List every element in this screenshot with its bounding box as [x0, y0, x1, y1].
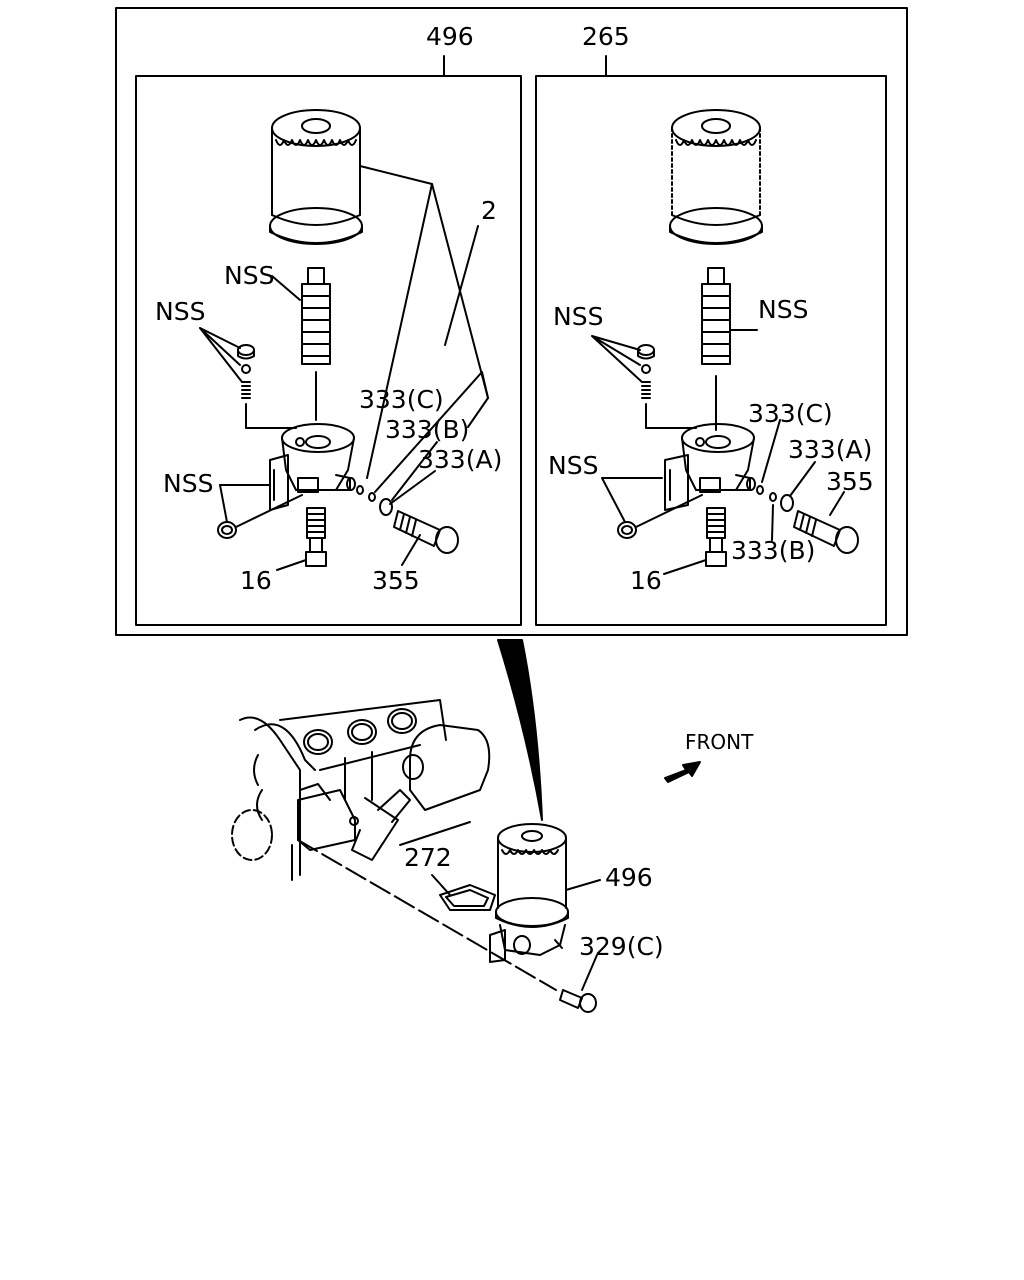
filter-head — [269, 423, 356, 511]
panel-265: 265 — [535, 22, 887, 626]
center-stud — [701, 267, 731, 431]
bolt-355 — [393, 510, 459, 554]
callout-nss-stud: NSS — [758, 295, 808, 324]
bolt-329c — [559, 989, 597, 1013]
engine-block — [231, 699, 491, 881]
panel-frame — [535, 75, 887, 626]
plug — [617, 494, 703, 539]
engine-view: 272 496 329(C) FRONT — [231, 639, 754, 1013]
filter-head — [664, 423, 756, 511]
relief-valve-parts — [637, 344, 697, 429]
bolt-16 — [305, 507, 327, 567]
callout-nss-valve: NSS — [553, 302, 603, 331]
outer-frame — [115, 7, 908, 636]
panel-496: 496 — [135, 22, 522, 626]
callout-bolt: 329(C) — [579, 932, 664, 961]
center-stud — [301, 267, 331, 421]
leader-lines — [199, 165, 489, 571]
front-arrow-icon — [664, 761, 701, 783]
callout-filter: 496 — [605, 863, 653, 892]
callout-part-2: 2 — [481, 196, 497, 225]
callout-oring-c: 333(C) — [359, 385, 444, 414]
callout-nss-stud: NSS — [224, 261, 274, 290]
panel-number: 265 — [582, 22, 630, 51]
oil-filter — [669, 109, 763, 245]
callout-bolt-16: 16 — [240, 566, 272, 595]
bolt-16 — [705, 507, 727, 567]
o-rings — [756, 485, 794, 512]
callout-nss-valve: NSS — [155, 297, 205, 326]
front-label: FRONT — [685, 730, 754, 754]
callout-oring-a: 333(A) — [788, 435, 872, 464]
plug — [217, 494, 303, 539]
panel-number: 496 — [426, 22, 474, 51]
bolt-355 — [793, 510, 859, 554]
panel-frame — [135, 75, 522, 626]
callout-bolt-355: 355 — [372, 566, 420, 595]
callout-oring-b: 333(B) — [385, 415, 469, 444]
callout-nss-plug: NSS — [548, 451, 598, 480]
leader-lines — [591, 329, 845, 575]
callout-nss-plug: NSS — [163, 469, 213, 498]
callout-oring-b: 333(B) — [731, 536, 815, 565]
oil-filter — [269, 109, 363, 245]
callout-bolt-355: 355 — [826, 467, 874, 496]
leader-lines — [297, 839, 601, 991]
callout-gasket: 272 — [404, 843, 452, 872]
callout-oring-a: 333(A) — [418, 445, 502, 474]
callout-oring-c: 333(C) — [748, 399, 833, 428]
filter-assembly — [489, 823, 569, 963]
pointer-wedge — [497, 639, 543, 821]
gasket — [439, 884, 496, 911]
o-rings — [356, 485, 393, 516]
callout-bolt-16: 16 — [630, 566, 662, 595]
relief-valve-parts — [237, 344, 297, 429]
